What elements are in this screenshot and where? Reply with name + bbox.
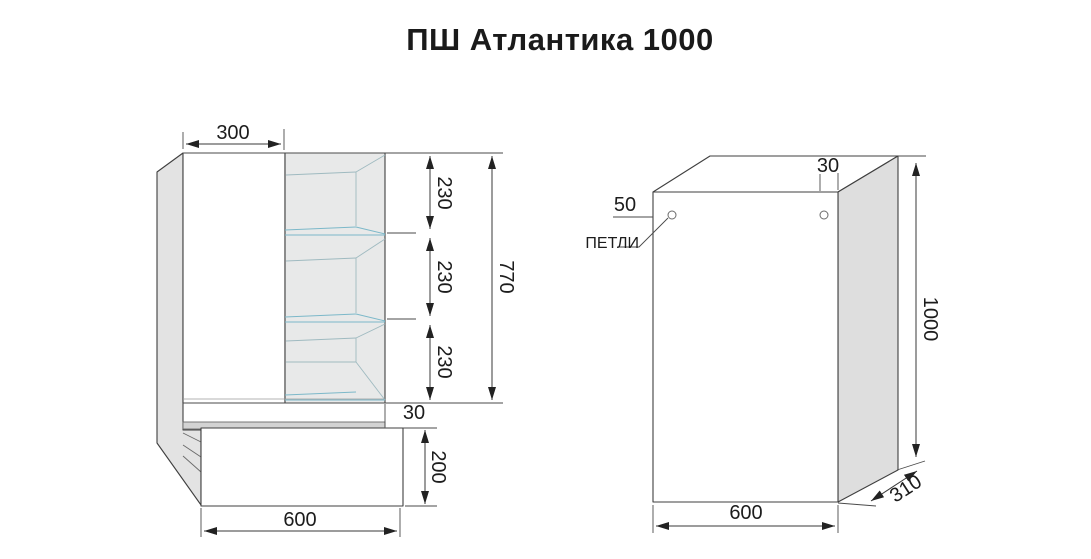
perspective-view-drawing: 50 30 ПЕТЛИ 1000 310 600 [585,155,941,533]
door-panel [182,152,286,404]
dim-label-bottom-width: 600 [283,509,316,531]
drawing-title: ПШ Атлантика 1000 [406,22,714,57]
hinges-label: ПЕТЛИ [585,235,639,252]
dim-label-width: 600 [729,502,762,524]
dim-label-depth: 310 [886,471,926,508]
dim-label-section-3: 230 [433,345,455,378]
perspective-extension-lines [613,155,926,533]
shelf-compartment [284,152,386,404]
side-panel-step-lines [182,432,202,473]
drawer-box [200,427,404,507]
dim-label-door-width: 300 [216,122,249,144]
side-panel [837,155,899,503]
perspective-dimension-lines [656,163,920,530]
interior-perspective-lines [285,154,386,401]
dim-label-section-2: 230 [433,260,455,293]
hinge-hole-right [819,210,829,220]
dim-label-countertop: 30 [403,402,425,424]
front-view-drawing: 300 230 230 230 770 30 200 600 [156,122,517,537]
dim-label-section-1: 230 [433,176,455,209]
dim-label-drawer-height: 200 [427,450,449,483]
front-view-extension-lines [182,129,503,537]
dim-label-hinge-edge-offset: 30 [817,155,839,177]
front-view-dimension-lines [186,140,496,535]
front-panel [652,191,839,503]
hinges-leader-line [617,217,669,248]
dim-depth [870,470,918,502]
dim-label-upper-height: 770 [495,260,517,293]
hinge-hole-left [667,210,677,220]
dim-label-hinge-top-offset: 50 [614,194,636,216]
shelf-edge-lines [284,226,386,401]
dim-label-height: 1000 [919,297,941,342]
